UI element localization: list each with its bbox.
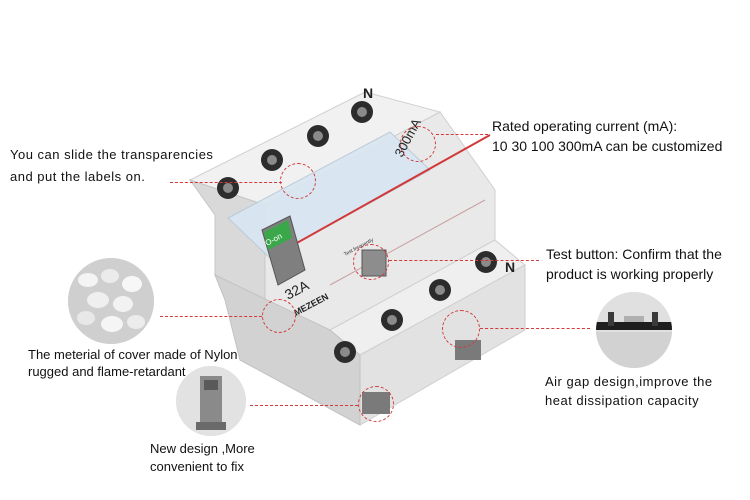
annotation-rated-current-line1: Rated operating current (mA):: [492, 118, 678, 134]
leader-line-air-gap: [480, 328, 590, 329]
annotation-cover: The meterial of cover made of Nylon rugg…: [28, 346, 238, 380]
annotation-new-design-line2: convenient to fix: [150, 459, 244, 474]
device-terminal-mark-bottom: N: [505, 259, 515, 275]
leader-line-clip: [250, 405, 358, 406]
annotation-test-button-line2: product is working properly: [546, 266, 714, 282]
annotation-transparency-line2: and put the labels on.: [10, 169, 146, 184]
annotation-air-gap: Air gap design,improve the heat dissipat…: [545, 372, 713, 410]
callout-circle-rated-current: [400, 126, 436, 162]
nylon-pellets-thumbnail: [68, 258, 154, 344]
callout-circle-transparency: [280, 163, 316, 199]
leader-line-transparency: [170, 182, 282, 183]
leader-line-test-button: [389, 260, 539, 261]
callout-circle-test-button: [353, 244, 389, 280]
annotation-transparency-line1: You can slide the transparencies: [10, 147, 214, 162]
annotation-rated-current: Rated operating current (mA): 10 30 100 …: [492, 116, 722, 156]
annotation-rated-current-line2: 10 30 100 300mA can be customized: [492, 138, 723, 154]
annotation-cover-line2: rugged and flame-retardant: [28, 364, 186, 379]
mounting-clip-thumbnail: [176, 366, 246, 436]
leader-line-rated-current: [436, 134, 488, 135]
annotation-air-gap-line1: Air gap design,improve the: [545, 374, 713, 389]
annotation-test-button-line1: Test button: Confirm that the: [546, 246, 722, 262]
callout-circle-clip: [358, 386, 394, 422]
leader-line-cover: [160, 316, 262, 317]
annotation-new-design-line1: New design ,More: [150, 441, 255, 456]
annotation-air-gap-line2: heat dissipation capacity: [545, 393, 700, 408]
air-gap-thumbnail: [596, 292, 672, 368]
annotation-transparency: You can slide the transparencies and put…: [10, 144, 213, 188]
annotation-test-button: Test button: Confirm that the product is…: [546, 244, 722, 284]
annotation-new-design: New design ,More convenient to fix: [150, 440, 255, 476]
device-terminal-mark-top: N: [363, 85, 373, 101]
callout-circle-air-gap: [442, 310, 480, 348]
annotation-cover-line1: The meterial of cover made of Nylon: [28, 347, 238, 362]
callout-circle-cover: [262, 299, 296, 333]
